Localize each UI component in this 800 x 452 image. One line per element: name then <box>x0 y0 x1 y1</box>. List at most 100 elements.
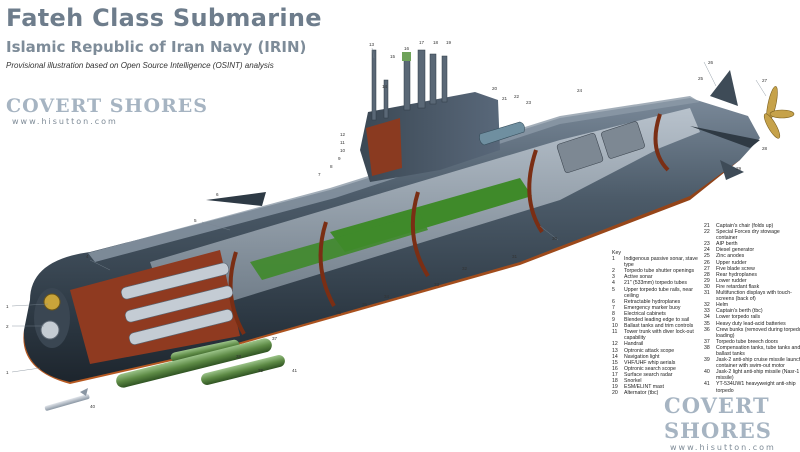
key-item-number: 31 <box>704 290 710 297</box>
key-item-number: 33 <box>704 308 710 315</box>
svg-text:32: 32 <box>462 266 468 271</box>
svg-text:38: 38 <box>236 354 242 359</box>
key-item-number: 35 <box>704 320 710 327</box>
key-item-label: Captain's berth (tbc) <box>716 308 763 315</box>
key-item-label: Active sonar <box>624 274 653 281</box>
key-item-number: 5 <box>612 286 615 293</box>
key-item-label: Indigenous passive sonar, stave type <box>624 256 698 269</box>
key-item-number: 34 <box>704 314 710 321</box>
key-item: 27 Five blade screw <box>704 266 800 272</box>
svg-text:27: 27 <box>762 78 768 83</box>
key-item: 5 Upper torpedo tube rails, near ceiling <box>612 287 706 299</box>
brand-logo-top: COVERT SHORES www.hisutton.com <box>6 95 208 126</box>
svg-text:25: 25 <box>698 76 704 81</box>
key-item: 22 Special Forces dry stowage container <box>704 229 800 241</box>
key-item: 32 Helm <box>704 302 800 308</box>
key-item-label: Compensation tanks, tube tanks and balla… <box>716 344 800 357</box>
key-item-number: 13 <box>612 347 618 354</box>
key-item-number: 2 <box>612 268 615 275</box>
torpedo-tubes <box>120 262 234 345</box>
propeller <box>763 86 795 139</box>
key-item-label: Rear hydroplanes <box>716 271 757 278</box>
svg-text:20: 20 <box>492 86 498 91</box>
svg-text:12: 12 <box>340 132 346 137</box>
key-item-number: 21 <box>704 223 710 229</box>
key-item-label: Jask-2 anti-ship cruise missile launch c… <box>716 357 800 370</box>
sf-container <box>479 121 525 146</box>
key-item-number: 22 <box>704 229 710 236</box>
key-item: 24 Diesel generator <box>704 247 800 253</box>
key-item-number: 26 <box>704 259 710 266</box>
svg-text:41: 41 <box>292 368 298 373</box>
svg-text:33: 33 <box>434 282 440 287</box>
key-item-label: Zinc anodes <box>716 253 745 260</box>
key-item-label: Snorkel <box>624 377 642 384</box>
key-item-number: 6 <box>612 298 615 305</box>
key-item-number: 29 <box>704 277 710 284</box>
key-item-number: 24 <box>704 247 710 254</box>
key-item-number: 16 <box>612 365 618 372</box>
svg-text:26: 26 <box>708 60 714 65</box>
bow-tube-upper <box>43 293 61 311</box>
missile <box>44 388 90 411</box>
bow-tube-lower <box>40 320 60 340</box>
key-item-label: Ballast tanks and trim controls <box>624 323 694 330</box>
torpedo-upper <box>170 339 240 363</box>
hull-frames <box>228 113 670 336</box>
key-item-number: 30 <box>704 283 710 290</box>
brand-name: COVERT SHORES <box>664 393 772 443</box>
key-item-label: Tower trunk with diver lock-out capabili… <box>624 329 694 342</box>
svg-text:18: 18 <box>433 40 439 45</box>
key-item-number: 32 <box>704 302 710 309</box>
callout-lines <box>11 47 767 373</box>
callout-numbers: 1 2 1 4 5 6 7 8 9 10 11 12 13 14 15 16 1… <box>6 40 768 409</box>
key-item-label: Electrical cabinets <box>624 310 666 317</box>
key-item-label: Diesel generator <box>716 247 755 254</box>
key-item-number: 36 <box>704 326 710 333</box>
key-item-label: Upper torpedo tube rails, near ceiling <box>624 286 693 299</box>
svg-text:11: 11 <box>340 140 345 145</box>
sail-cutaway <box>366 118 402 176</box>
key-item-number: 20 <box>612 390 618 397</box>
key-item: 25 Zinc anodes <box>704 253 800 259</box>
lower-rudder <box>720 160 744 180</box>
key-item-label: Emergency marker buoy <box>624 304 681 311</box>
svg-text:22: 22 <box>514 94 520 99</box>
key-item-label: Torpedo tube breech doors <box>716 338 779 345</box>
key-item-number: 27 <box>704 265 710 272</box>
key-item-number: 18 <box>612 377 618 384</box>
key-item-label: Retractable hydroplanes <box>624 298 681 305</box>
svg-text:35: 35 <box>362 302 368 307</box>
key-item-label: Five blade screw <box>716 265 755 272</box>
svg-text:23: 23 <box>526 100 532 105</box>
key-item-label: VHF/UHF whip aerials <box>624 359 676 366</box>
key-item-number: 25 <box>704 253 710 260</box>
key-item-number: 12 <box>612 341 618 348</box>
key-item-number: 39 <box>704 357 710 364</box>
key-item-number: 23 <box>704 241 710 248</box>
page-caption: Provisional illustration based on Open S… <box>6 61 274 70</box>
key-item-number: 4 <box>612 280 615 287</box>
key-item-number: 15 <box>612 359 618 366</box>
key-item-label: Special Forces dry stowage container <box>716 229 780 242</box>
radar-mast <box>402 52 411 61</box>
svg-text:8: 8 <box>330 164 333 169</box>
key-item-label: Optronic attack scope <box>624 347 675 354</box>
key-item-label: Helm <box>716 302 729 309</box>
key-item-label: ESM/ELINT mast <box>624 384 664 391</box>
